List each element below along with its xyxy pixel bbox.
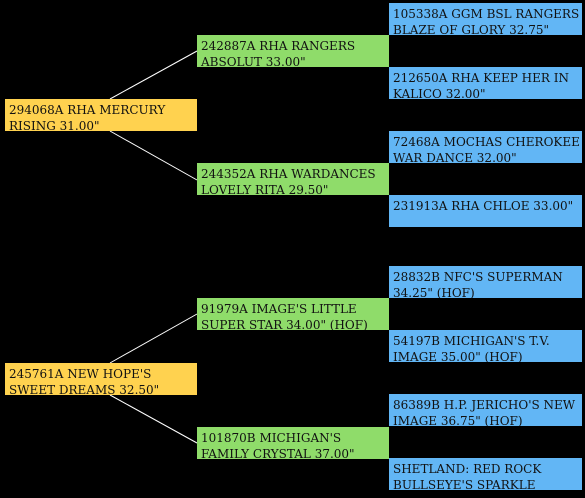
pedigree-2-sire-dam[interactable]: 54197B MICHIGAN'S T.V. IMAGE 35.00" (HOF… [389, 330, 582, 362]
pedigree-1-sire[interactable]: 242887A RHA RANGERS ABSOLUT 33.00" [197, 35, 389, 67]
connector-line [109, 313, 198, 364]
pedigree-1-sire-dam[interactable]: 212650A RHA KEEP HER IN KALICO 32.00" [389, 67, 582, 99]
pedigree-2-dam[interactable]: 101870B MICHIGAN'S FAMILY CRYSTAL 37.00"… [197, 427, 389, 459]
pedigree-2-dam-dam[interactable]: SHETLAND: RED ROCK BULLSEYE'S SPARKLE [389, 458, 582, 490]
pedigree-2-subject[interactable]: 245761A NEW HOPE'S SWEET DREAMS 32.50" (… [5, 363, 197, 395]
pedigree-2-dam-sire[interactable]: 86389B H.P. JERICHO'S NEW IMAGE 36.75" (… [389, 394, 582, 426]
pedigree-2-sire[interactable]: 91979A IMAGE'S LITTLE SUPER STAR 34.00" … [197, 298, 389, 330]
connector-line [109, 130, 198, 181]
pedigree-1-sire-sire[interactable]: 105338A GGM BSL RANGERS BLAZE OF GLORY 3… [389, 3, 582, 35]
pedigree-2-sire-sire[interactable]: 28832B NFC'S SUPERMAN 34.25" (HOF) [389, 266, 582, 298]
pedigree-1-dam-sire[interactable]: 72468A MOCHAS CHEROKEE WAR DANCE 32.00" [389, 131, 582, 163]
pedigree-1-dam-dam[interactable]: 231913A RHA CHLOE 33.00" [389, 195, 582, 227]
pedigree-1-dam[interactable]: 244352A RHA WARDANCES LOVELY RITA 29.50" [197, 163, 389, 195]
connector-line [109, 50, 198, 100]
connector-line [109, 394, 198, 444]
pedigree-1-subject[interactable]: 294068A RHA MERCURY RISING 31.00" [5, 99, 197, 131]
